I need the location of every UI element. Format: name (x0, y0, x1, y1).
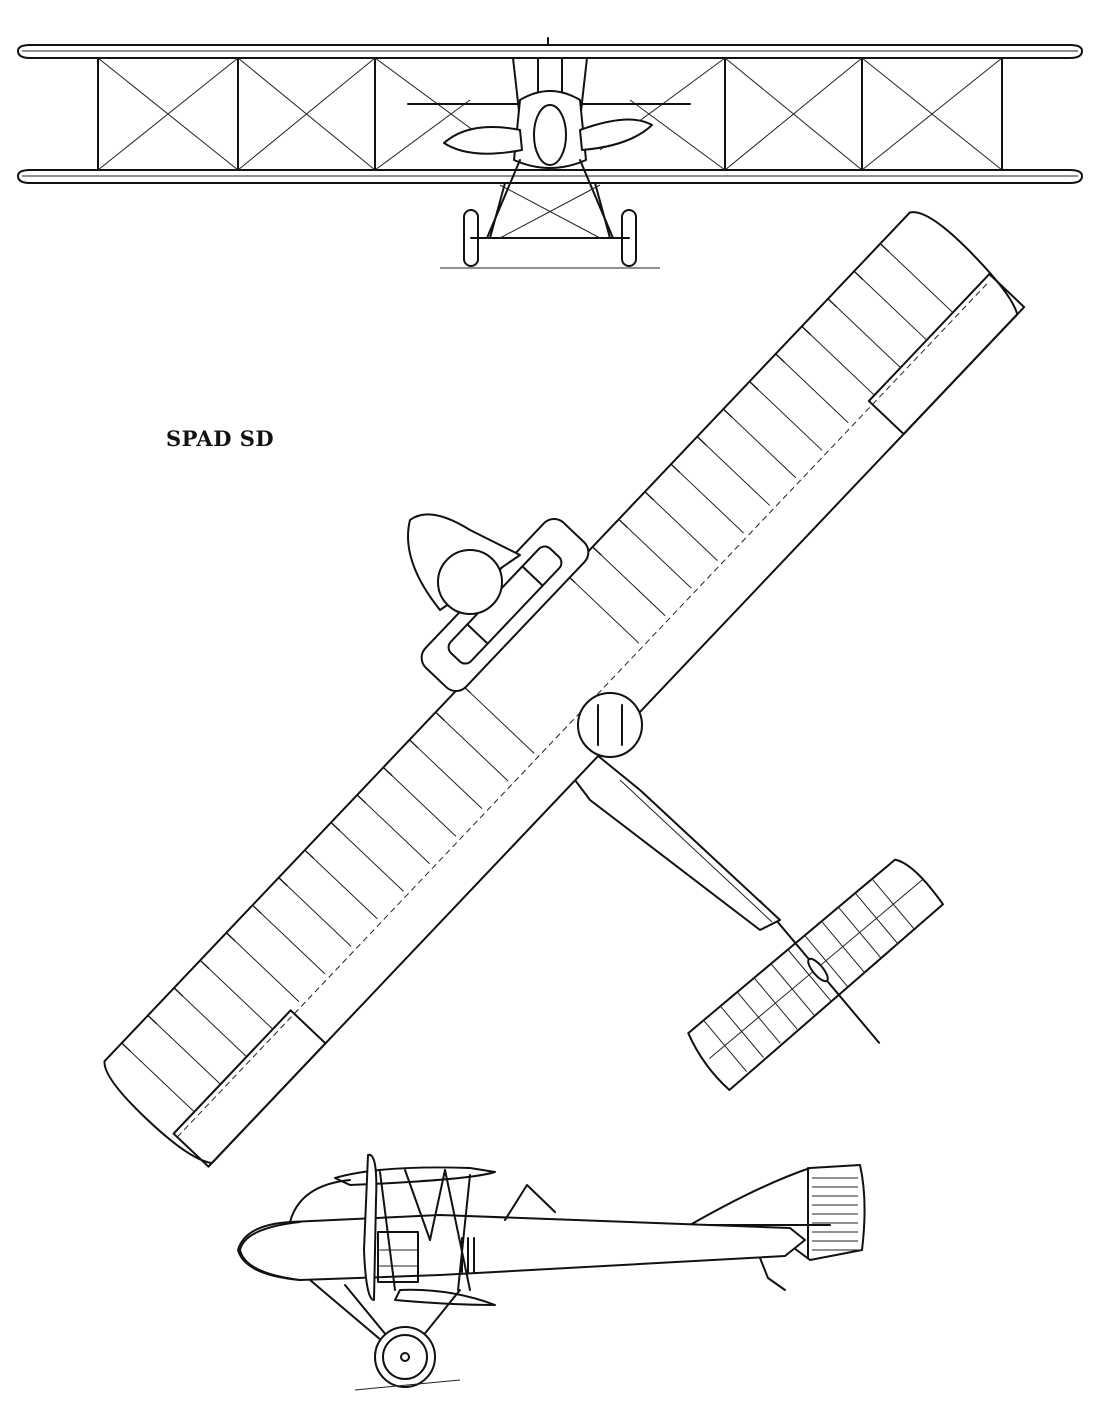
rib-line (696, 436, 771, 506)
front-interplane-struts (97, 57, 1003, 171)
rib-line (356, 794, 431, 865)
rib-line (461, 684, 535, 754)
rib-line (330, 822, 404, 892)
rib-line (722, 408, 733, 418)
side-lower-wing (394, 1288, 496, 1306)
plan-rudder-line (759, 900, 881, 1044)
rib-line (696, 436, 707, 446)
rib-line (173, 987, 247, 1058)
rib-line (592, 546, 666, 617)
rib-line (618, 518, 692, 589)
rib-line (252, 904, 326, 975)
rib-line (252, 904, 262, 914)
side-fin-rudder (689, 1164, 866, 1261)
rib-line (592, 546, 602, 556)
rib-line (304, 849, 314, 859)
rib-line (330, 822, 341, 832)
rib-line (644, 491, 655, 501)
rib-line (121, 1042, 131, 1052)
rib-line (749, 381, 759, 391)
front-view (17, 37, 1083, 269)
rib-line (723, 408, 797, 479)
rib-line (278, 877, 288, 887)
side-upper-wing (334, 1166, 496, 1186)
rib-line (854, 892, 899, 945)
rib-line (435, 711, 445, 721)
rib-line (670, 463, 681, 473)
side-cowl-hoop (289, 1179, 351, 1223)
rib-line (879, 243, 890, 253)
rib-line (827, 298, 901, 368)
rib-line (566, 574, 640, 644)
rib-line (435, 711, 509, 782)
rib-line (226, 932, 300, 1002)
front-wheel-right (612, 209, 637, 267)
rib-line (703, 1020, 748, 1072)
rib-line (618, 518, 628, 529)
rib-line (879, 243, 954, 313)
rib-line (787, 949, 832, 1002)
front-propeller (443, 125, 523, 155)
rib-line (838, 906, 882, 959)
front-lower-wing (17, 169, 1083, 184)
rib-line (801, 325, 875, 396)
rib-line (121, 1042, 195, 1113)
rib-line (382, 766, 393, 777)
side-propeller (363, 1153, 378, 1301)
side-gun-mount (504, 1184, 556, 1221)
rib-line (749, 381, 823, 451)
side-ground-line (354, 1379, 461, 1391)
rib-line (804, 935, 849, 988)
rib-line (775, 353, 849, 424)
side-engine (377, 1231, 419, 1283)
rib-line (225, 932, 236, 942)
rib-line (853, 270, 928, 341)
rib-line (753, 977, 798, 1030)
rib-line (304, 849, 378, 920)
plan-propeller-disc (437, 549, 503, 615)
rib-line (199, 959, 274, 1030)
rib-line (720, 1005, 764, 1058)
rib-line (409, 739, 419, 749)
rib-line (147, 1014, 158, 1025)
rib-line (853, 270, 864, 280)
rib-line (356, 794, 367, 804)
rib-line (827, 298, 838, 308)
rib-line (147, 1015, 221, 1085)
rib-line (173, 987, 184, 997)
front-wheel-left (463, 209, 488, 267)
rib-line (199, 959, 210, 970)
side-fuselage-marking (461, 1237, 475, 1273)
plan-view (103, 211, 1026, 1168)
rib-line (278, 877, 352, 947)
rib-line (644, 491, 718, 561)
side-fuselage (237, 1214, 806, 1281)
rib-line (801, 325, 811, 336)
rib-line (670, 463, 744, 534)
rib-line (775, 353, 785, 363)
side-tailskid (759, 1257, 786, 1291)
rib-line (736, 991, 781, 1044)
plan-wing (103, 211, 1026, 1168)
rib-line (409, 739, 483, 810)
front-upper-wing (17, 44, 1083, 59)
front-landing-gear (486, 159, 614, 239)
side-view (237, 1153, 866, 1391)
plan-cockpit (577, 692, 643, 758)
rib-line (770, 963, 815, 1016)
front-fuselage (513, 90, 587, 169)
aircraft-title: SPAD SD (166, 426, 275, 451)
rib-line (382, 767, 457, 837)
rib-line (871, 878, 916, 931)
rib-line (821, 921, 865, 973)
